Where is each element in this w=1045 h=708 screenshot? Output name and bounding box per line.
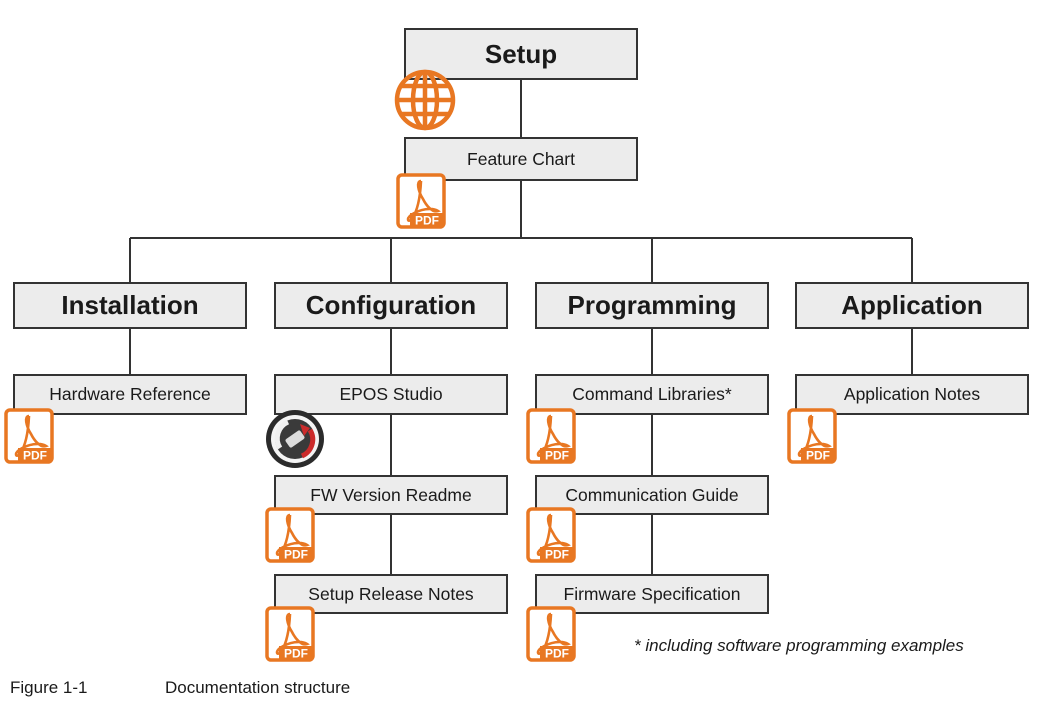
configuration-box: Configuration — [274, 282, 508, 329]
command-libraries-box: Command Libraries* — [535, 374, 769, 415]
application-box: Application — [795, 282, 1029, 329]
epos-studio-icon — [266, 410, 324, 468]
svg-text:PDF: PDF — [23, 449, 47, 463]
connector-lines — [129, 80, 913, 574]
pdf-icon: PDF — [526, 507, 576, 568]
pdf-icon: PDF — [4, 408, 54, 469]
svg-text:PDF: PDF — [284, 548, 308, 562]
programming-box: Programming — [535, 282, 769, 329]
firmware-specification-box: Firmware Specification — [535, 574, 769, 614]
epos-studio-box: EPOS Studio — [274, 374, 508, 415]
svg-text:PDF: PDF — [545, 548, 569, 562]
svg-text:PDF: PDF — [806, 449, 830, 463]
svg-text:PDF: PDF — [545, 647, 569, 661]
pdf-icon: PDF — [265, 507, 315, 568]
pdf-icon: PDF — [526, 606, 576, 667]
pdf-icon: PDF — [265, 606, 315, 667]
setup-box: Setup — [404, 28, 638, 80]
figure-number: Figure 1-1 — [10, 678, 88, 697]
application-notes-box: Application Notes — [795, 374, 1029, 415]
feature-chart-box: Feature Chart — [404, 137, 638, 181]
pdf-icon: PDF — [526, 408, 576, 469]
globe-icon — [394, 69, 456, 131]
svg-text:PDF: PDF — [415, 214, 439, 228]
figure-title: Documentation structure — [165, 678, 351, 697]
footnote: * including software programming example… — [634, 636, 964, 655]
pdf-icon: PDF — [396, 173, 446, 234]
installation-box: Installation — [13, 282, 247, 329]
svg-text:PDF: PDF — [284, 647, 308, 661]
fw-version-readme-box: FW Version Readme — [274, 475, 508, 515]
communication-guide-box: Communication Guide — [535, 475, 769, 515]
hardware-reference-box: Hardware Reference — [13, 374, 247, 415]
pdf-icon: PDF — [787, 408, 837, 469]
svg-text:PDF: PDF — [545, 449, 569, 463]
setup-release-notes-box: Setup Release Notes — [274, 574, 508, 614]
